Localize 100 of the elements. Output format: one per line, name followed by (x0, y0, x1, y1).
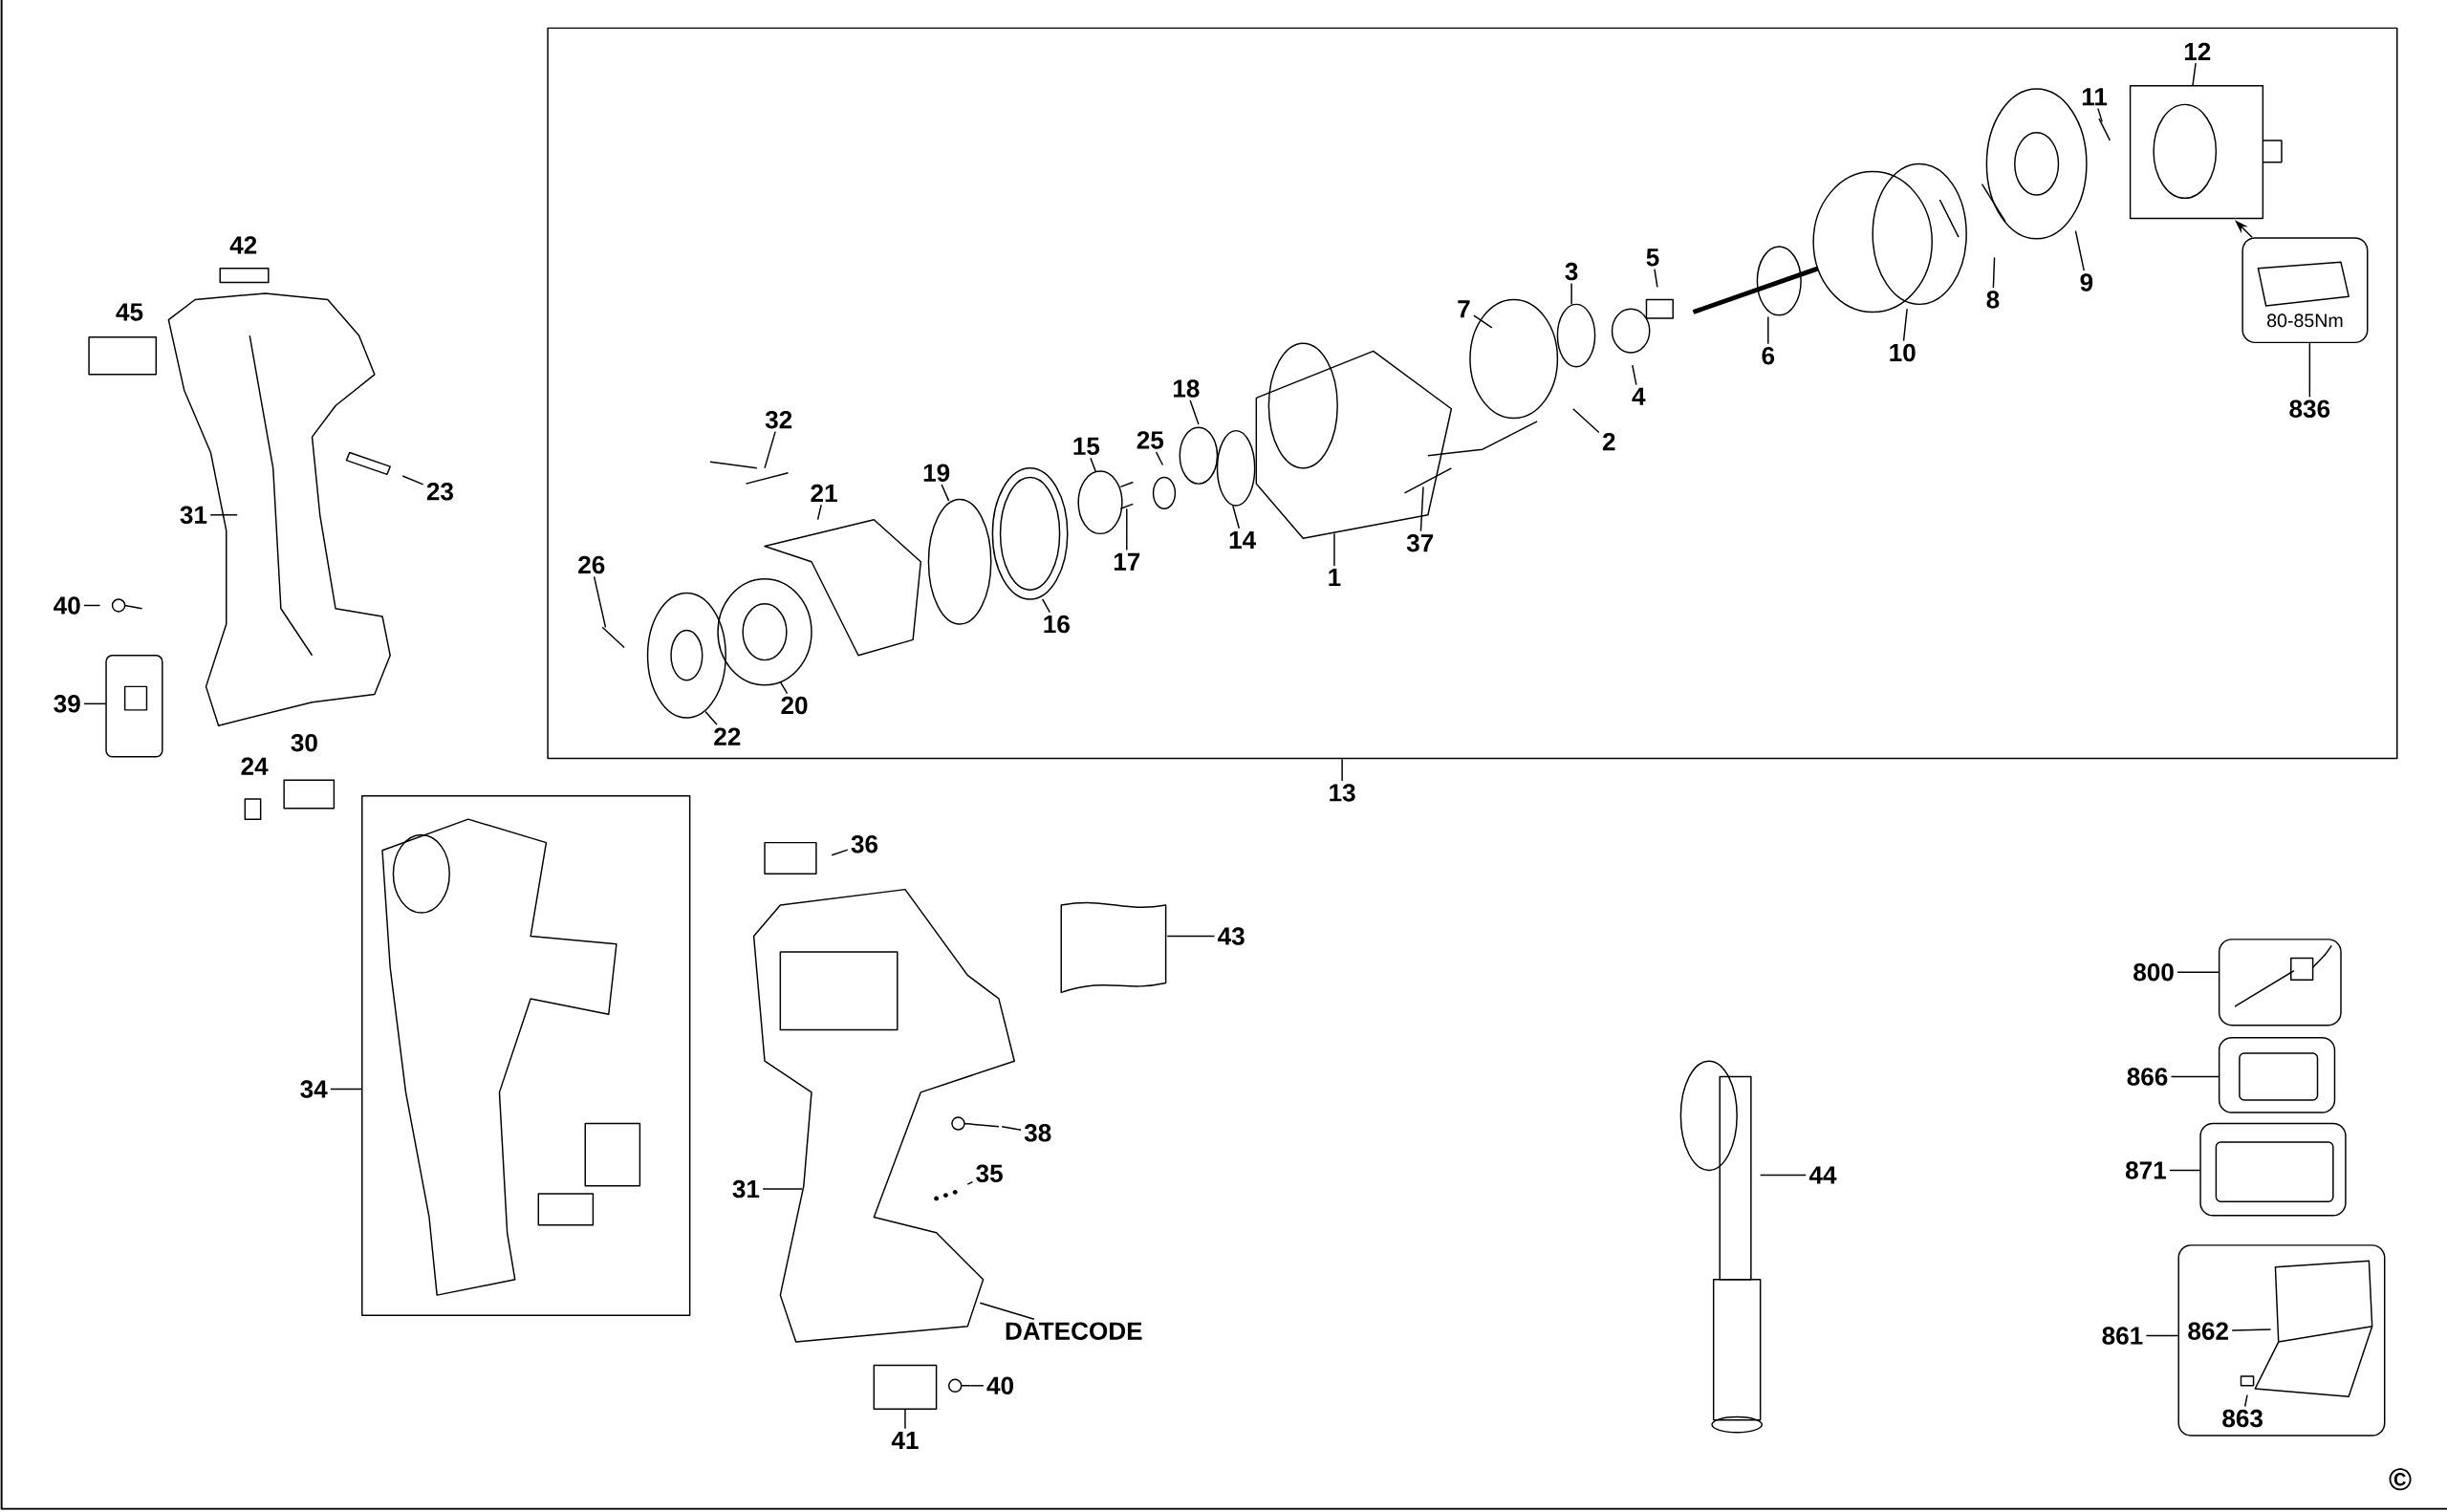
callout-number: 21 (811, 484, 837, 503)
leader-line (1572, 408, 1600, 434)
leader-line (762, 1188, 803, 1190)
leader-line (1419, 486, 1424, 532)
leader-line (979, 1302, 1035, 1320)
callout-number: 44 (1808, 1166, 1837, 1184)
leader-line (904, 1408, 906, 1430)
callout-number: 9 (2080, 273, 2093, 292)
leader-line (966, 1180, 974, 1185)
leader-line (1902, 308, 1908, 342)
callout-number: 42 (229, 236, 257, 254)
callout-number: 16 (1044, 615, 1070, 634)
callout-number: 14 (1229, 530, 1256, 549)
callout-number: 4 (1632, 387, 1646, 405)
callout-number: 863 (2222, 1409, 2263, 1428)
leader-line (1759, 1174, 1807, 1177)
leader-line (2097, 107, 2103, 123)
callout-number: 836 (2289, 400, 2330, 418)
callout-number: 7 (1458, 300, 1470, 318)
leader-line (1654, 268, 1658, 289)
leader-line (593, 575, 607, 629)
leader-line (401, 475, 424, 486)
callout-number: 34 (300, 1080, 328, 1098)
accessory-box (2218, 1036, 2336, 1113)
callout-number: 41 (891, 1431, 919, 1449)
callout-number: 2 (1602, 432, 1615, 451)
leader-line (1041, 598, 1051, 614)
callout-number: 26 (578, 555, 605, 574)
leader-line (779, 680, 789, 695)
callout-number: 861 (2102, 1327, 2143, 1345)
leader-line (2074, 229, 2085, 271)
callout-number: 23 (426, 483, 453, 501)
leader-line (2192, 62, 2197, 87)
leader-line (2169, 1169, 2201, 1172)
callout-number: 20 (781, 696, 808, 715)
detail-box: 80-85Nm (2241, 237, 2369, 344)
callout-number: 40 (54, 596, 80, 615)
accessory-box (2218, 939, 2342, 1026)
copyright-mark: © (2389, 1468, 2412, 1491)
leader-line (1126, 508, 1128, 551)
leader-line (704, 710, 718, 726)
callout-number: 43 (1218, 927, 1245, 945)
leader-line (1767, 315, 1769, 345)
leader-line (1473, 314, 1493, 329)
leader-line (969, 1385, 985, 1387)
leader-line (1992, 256, 1996, 289)
leader-line (764, 430, 776, 469)
leader-line (1632, 364, 1637, 386)
callout-number: 800 (2133, 962, 2174, 982)
leader-line (1570, 282, 1572, 306)
callout-number: 40 (986, 1376, 1013, 1395)
callout-number: 15 (1073, 437, 1100, 456)
callout-number: 39 (54, 695, 80, 713)
leader-line (816, 504, 822, 521)
leader-line (83, 604, 101, 607)
callout-number: 31 (180, 506, 207, 524)
callout-number: 45 (116, 303, 143, 321)
callout-number: 19 (923, 464, 950, 482)
callout-number: 13 (1330, 784, 1355, 802)
callout-number: 38 (1024, 1124, 1051, 1142)
callout-number: 12 (2184, 42, 2211, 60)
leader-line (1090, 457, 1096, 472)
callout-number: 25 (1137, 431, 1164, 449)
callout-number: 18 (1173, 379, 1200, 398)
callout-label: DATECODE (1006, 1322, 1142, 1340)
leader-line (2308, 342, 2311, 399)
callout-number: 866 (2127, 1068, 2168, 1086)
callout-number: 32 (765, 410, 792, 429)
leader-line (2176, 971, 2220, 973)
leader-line (2170, 1075, 2220, 1078)
leader-line (330, 1088, 362, 1091)
callout-number: 22 (714, 727, 741, 745)
callout-number: 24 (241, 757, 269, 775)
leader-line (1166, 935, 1216, 938)
callout-number: 5 (1646, 248, 1659, 267)
callout-number: 11 (2082, 88, 2108, 106)
callout-number: 31 (732, 1179, 760, 1199)
assembly-frame (547, 27, 2398, 760)
callout-number: 6 (1762, 347, 1775, 365)
leader-line (831, 849, 849, 856)
leader-line (1333, 532, 1335, 567)
callout-number: 37 (1406, 533, 1434, 552)
callout-number: 36 (851, 835, 878, 853)
callout-number: 17 (1114, 552, 1140, 571)
callout-number: 871 (2125, 1161, 2166, 1179)
callout-number: 3 (1565, 262, 1578, 281)
leader-line (2243, 1393, 2248, 1408)
callout-number: 10 (1890, 343, 1916, 362)
accessory-box (2199, 1122, 2347, 1217)
assembly-frame (361, 794, 691, 1317)
callout-number: 30 (291, 733, 317, 752)
leader-line (1001, 1126, 1022, 1131)
leader-line (209, 514, 238, 516)
callout-number: 862 (2188, 1322, 2228, 1340)
callout-number: 35 (976, 1164, 1003, 1182)
leader-line (1232, 505, 1241, 529)
callout-number: 1 (1329, 569, 1341, 587)
callout-number: 8 (1986, 291, 2000, 309)
leader-line (2145, 1334, 2179, 1337)
leader-line (83, 702, 107, 705)
